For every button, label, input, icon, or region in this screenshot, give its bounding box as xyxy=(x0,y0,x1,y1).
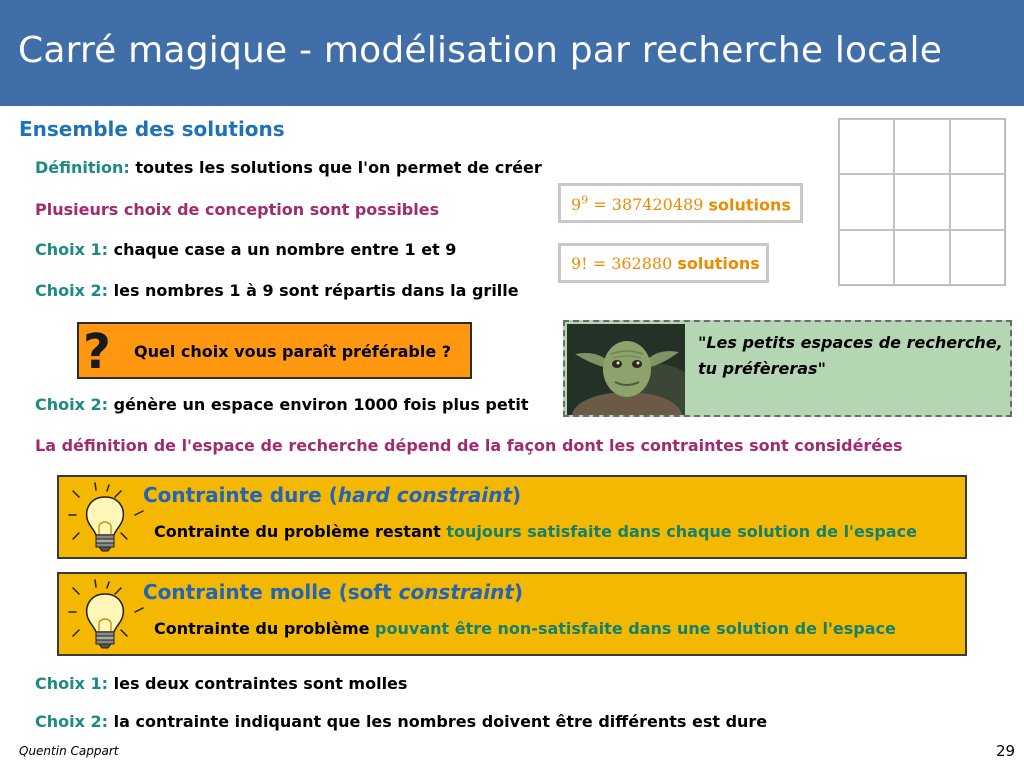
hard-title-end: ) xyxy=(512,483,522,507)
hard-constraint-body: Contrainte du problème restant toujours … xyxy=(154,522,917,541)
soft-constraint-title: Contrainte molle (soft constraint) xyxy=(143,580,523,604)
final2-label: Choix 2: xyxy=(35,712,109,731)
choix2b-text: génère un espace environ 1000 fois plus … xyxy=(113,395,529,414)
power-base: 9 xyxy=(571,195,582,215)
choix2-text: les nombres 1 à 9 sont répartis dans la … xyxy=(113,281,519,300)
soft-constraint-box: Contrainte molle (soft constraint) Contr… xyxy=(57,572,967,656)
grid-cell xyxy=(949,119,1005,175)
lightbulb-icon xyxy=(68,579,144,649)
grid-cell xyxy=(894,119,950,175)
final1-label: Choix 1: xyxy=(35,674,109,693)
power-result: = 387420489 xyxy=(588,195,704,215)
magic-square-grid xyxy=(838,118,1006,286)
final-choix2-line: Choix 2: la contrainte indiquant que les… xyxy=(35,712,767,731)
hard-constraint-box: Contrainte dure (hard constraint) Contra… xyxy=(57,475,967,559)
final2-text: la contrainte indiquant que les nombres … xyxy=(113,712,768,731)
hard-title-start: Contrainte dure ( xyxy=(143,483,338,507)
final1-text: les deux contraintes sont molles xyxy=(113,674,408,693)
soft-title-start: Contrainte molle (soft xyxy=(143,580,399,604)
yoda-illustration xyxy=(567,324,685,415)
solutions-box-choix2: 9! = 362880 solutions xyxy=(558,243,769,283)
grid-cell xyxy=(894,174,950,230)
question-text: Quel choix vous paraît préférable ? xyxy=(134,342,452,361)
grid-cell xyxy=(949,174,1005,230)
solutions-math-2: 9! = 362880 xyxy=(571,254,673,273)
definition-espace-line: La définition de l'espace de recherche d… xyxy=(35,436,903,455)
question-mark-icon: ? xyxy=(83,324,111,380)
title-bar: Carré magique - modélisation par recherc… xyxy=(0,0,1024,106)
grid-cell xyxy=(894,229,950,285)
solutions-word-2: solutions xyxy=(677,254,760,273)
solutions-math-1: 99 = 387420489 xyxy=(571,194,704,215)
grid-cell xyxy=(839,119,895,175)
slide-title: Carré magique - modélisation par recherc… xyxy=(18,30,943,71)
choix2-line: Choix 2: les nombres 1 à 9 sont répartis… xyxy=(35,281,519,300)
power-exponent: 9 xyxy=(581,194,589,207)
hard-constraint-title: Contrainte dure (hard constraint) xyxy=(143,483,521,507)
definition-line: Définition: toutes les solutions que l'o… xyxy=(35,158,542,177)
grid-cell xyxy=(839,174,895,230)
choix2b-label: Choix 2: xyxy=(35,395,109,414)
soft-body-highlight: pouvant être non-satisfaite dans une sol… xyxy=(375,619,896,638)
definition-label: Définition: xyxy=(35,158,130,177)
solutions-box-choix1: 99 = 387420489 solutions xyxy=(558,183,803,223)
lightbulb-icon xyxy=(68,482,144,552)
soft-title-end: ) xyxy=(513,580,524,604)
soft-body-main: Contrainte du problème xyxy=(154,619,370,638)
plusieurs-choix-line: Plusieurs choix de conception sont possi… xyxy=(35,200,440,219)
hard-body-main: Contrainte du problème restant xyxy=(154,522,441,541)
yoda-quote-text: "Les petits espaces de recherche, tu pré… xyxy=(698,333,1003,378)
choix1-text: chaque case a un nombre entre 1 et 9 xyxy=(113,240,457,259)
yoda-image xyxy=(567,324,685,415)
final-choix1-line: Choix 1: les deux contraintes sont molle… xyxy=(35,674,407,693)
soft-constraint-body: Contrainte du problème pouvant être non-… xyxy=(154,619,896,638)
page-number: 29 xyxy=(996,742,1016,760)
choix1-label: Choix 1: xyxy=(35,240,109,259)
soft-title-italic: constraint xyxy=(398,580,514,604)
hard-title-italic: hard constraint xyxy=(337,483,513,507)
yoda-quote-box: "Les petits espaces de recherche, tu pré… xyxy=(563,320,1012,417)
definition-text: toutes les solutions que l'on permet de … xyxy=(135,158,542,177)
choix2-label: Choix 2: xyxy=(35,281,109,300)
question-box: ? Quel choix vous paraît préférable ? xyxy=(77,322,472,380)
solutions-word-1: solutions xyxy=(708,195,791,215)
grid-cell xyxy=(949,229,1005,285)
hard-body-highlight: toujours satisfaite dans chaque solution… xyxy=(446,522,917,541)
grid-cell xyxy=(839,229,895,285)
footer-author: Quentin Cappart xyxy=(19,744,119,758)
choix2-space-line: Choix 2: génère un espace environ 1000 f… xyxy=(35,395,529,414)
section-title: Ensemble des solutions xyxy=(19,117,285,141)
choix1-line: Choix 1: chaque case a un nombre entre 1… xyxy=(35,240,456,259)
